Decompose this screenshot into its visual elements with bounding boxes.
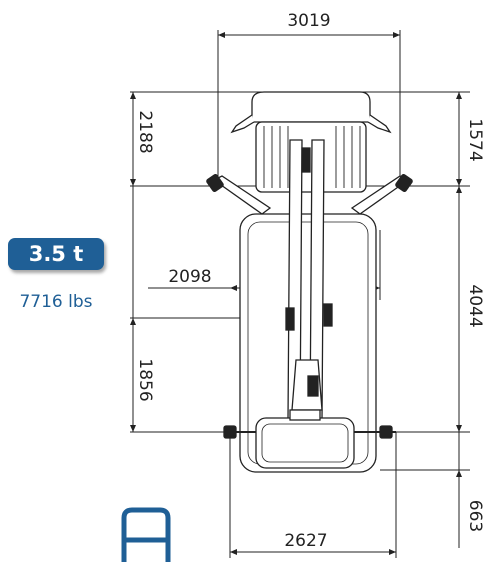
- dim-left-upper: 2188: [135, 110, 155, 153]
- weight-lbs: 7716 lbs: [19, 292, 93, 312]
- dim-left-lower: 1856: [135, 358, 155, 401]
- dim-right-upper: 1574: [465, 118, 485, 161]
- dim-mid-width: 2098: [168, 267, 211, 287]
- weight-badge: 3.5 t: [8, 238, 104, 270]
- dim-top-width: 3019: [287, 11, 330, 31]
- dim-right-middle: 4044: [465, 284, 485, 327]
- bracket-logo-icon: [121, 507, 171, 562]
- dim-right-lower: 663: [465, 500, 485, 532]
- excavator-outline: [206, 91, 413, 473]
- dim-bottom-width: 2627: [284, 531, 327, 551]
